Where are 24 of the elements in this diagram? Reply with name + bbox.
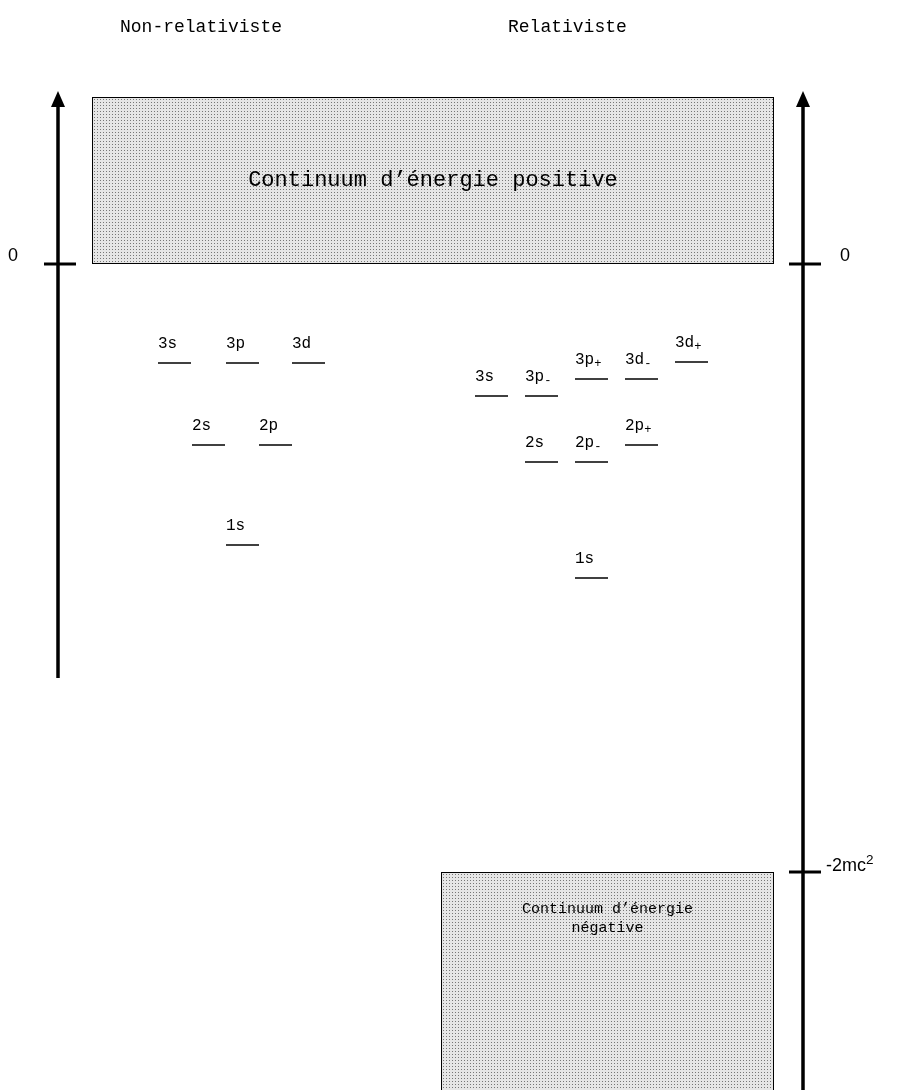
level-label: 2p$_{+}$ (625, 418, 652, 434)
level-label: 3d$_{+}$ (675, 335, 702, 351)
continuum-band (441, 872, 774, 1090)
level-label: 3s (158, 336, 178, 352)
band-label: Continuum d’énergie positive (248, 166, 618, 195)
axis-value: -2mc$^{2}$ (826, 856, 874, 874)
level-label: 3p$_{-}$ (525, 369, 552, 385)
level-label: 1s (226, 518, 246, 534)
level-label: 3s (475, 369, 495, 385)
level-label: 3d$_{-}$ (625, 352, 652, 368)
level-label: 2s (525, 435, 545, 451)
level-label: 2p (259, 418, 279, 434)
level-label: 1s (575, 551, 595, 567)
axis-value: 0 (840, 246, 850, 264)
level-label: 2p$_{-}$ (575, 435, 602, 451)
column-heading: Non-relativiste (120, 18, 283, 36)
level-label: 2s (192, 418, 212, 434)
level-label: 3p$_{+}$ (575, 352, 602, 368)
level-label: 3p (226, 336, 246, 352)
column-heading: Relativiste (508, 18, 627, 36)
band-label: Continuum d’énergie négative (521, 901, 694, 939)
level-label: 3d (292, 336, 312, 352)
axis-value: 0 (8, 246, 18, 264)
continuum-band (92, 97, 774, 264)
